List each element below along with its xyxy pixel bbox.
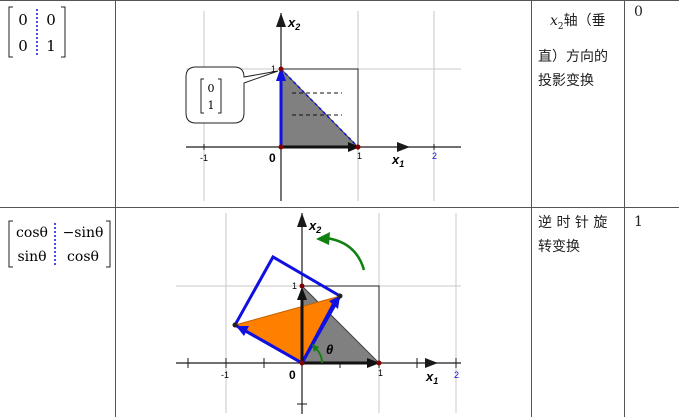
table-col-divider-2 — [531, 0, 532, 417]
matrix-cell: 0 — [18, 37, 28, 55]
table-border-top — [0, 0, 679, 1]
matrix-cell: −sinθ — [63, 225, 104, 241]
table-col-divider-3 — [624, 0, 625, 417]
x-axis-label: x1 — [391, 152, 404, 169]
rotation-direction-arrow — [325, 236, 366, 271]
projection-figure: 0 1 x2 x1 0 -1 1 2 1 — [185, 11, 461, 201]
angle-label: θ — [326, 342, 333, 357]
callout-vector-bottom: 1 — [208, 99, 215, 112]
x-tick-label: 2 — [454, 370, 459, 380]
matrix-cell: sinθ — [17, 249, 46, 265]
transform-description: x2轴（垂 直）方向的 投影变换 — [538, 13, 608, 89]
table-row-divider — [0, 207, 679, 208]
y-axis-label: x2 — [287, 15, 300, 32]
table-col-divider-1 — [115, 0, 116, 417]
rotation-matrix: cosθ −sinθ sinθ cosθ — [8, 220, 111, 268]
y-tick-label: 1 — [271, 64, 276, 74]
matrix-cell: 0 — [18, 11, 28, 29]
matrix-cell: cosθ — [67, 249, 99, 265]
origin-label: 0 — [289, 368, 296, 382]
callout-vector-top: 0 — [208, 82, 215, 95]
projection-matrix: 0 0 0 1 — [8, 6, 66, 58]
x-tick-label: 1 — [378, 368, 383, 378]
matrix-cell: 1 — [46, 37, 56, 55]
x-tick-label: -1 — [221, 370, 229, 380]
transform-description: 逆 时 针 旋 转变换 — [538, 215, 608, 255]
vector-callout — [185, 66, 279, 124]
y-tick-label: 1 — [292, 281, 297, 291]
x-tick-label: 2 — [432, 151, 437, 161]
rotation-figure: x2 x1 0 θ -1 1 2 1 — [176, 213, 461, 414]
matrix-cell: cosθ — [16, 225, 48, 241]
x-tick-label: 1 — [357, 151, 362, 161]
y-axis-label: x2 — [308, 218, 321, 235]
value-cell: 1 — [634, 214, 643, 230]
origin-label: 0 — [269, 151, 276, 165]
x-tick-label: -1 — [200, 153, 208, 163]
x-axis-label: x1 — [425, 369, 438, 386]
value-cell: 0 — [634, 4, 643, 20]
matrix-cell: 0 — [46, 11, 56, 29]
